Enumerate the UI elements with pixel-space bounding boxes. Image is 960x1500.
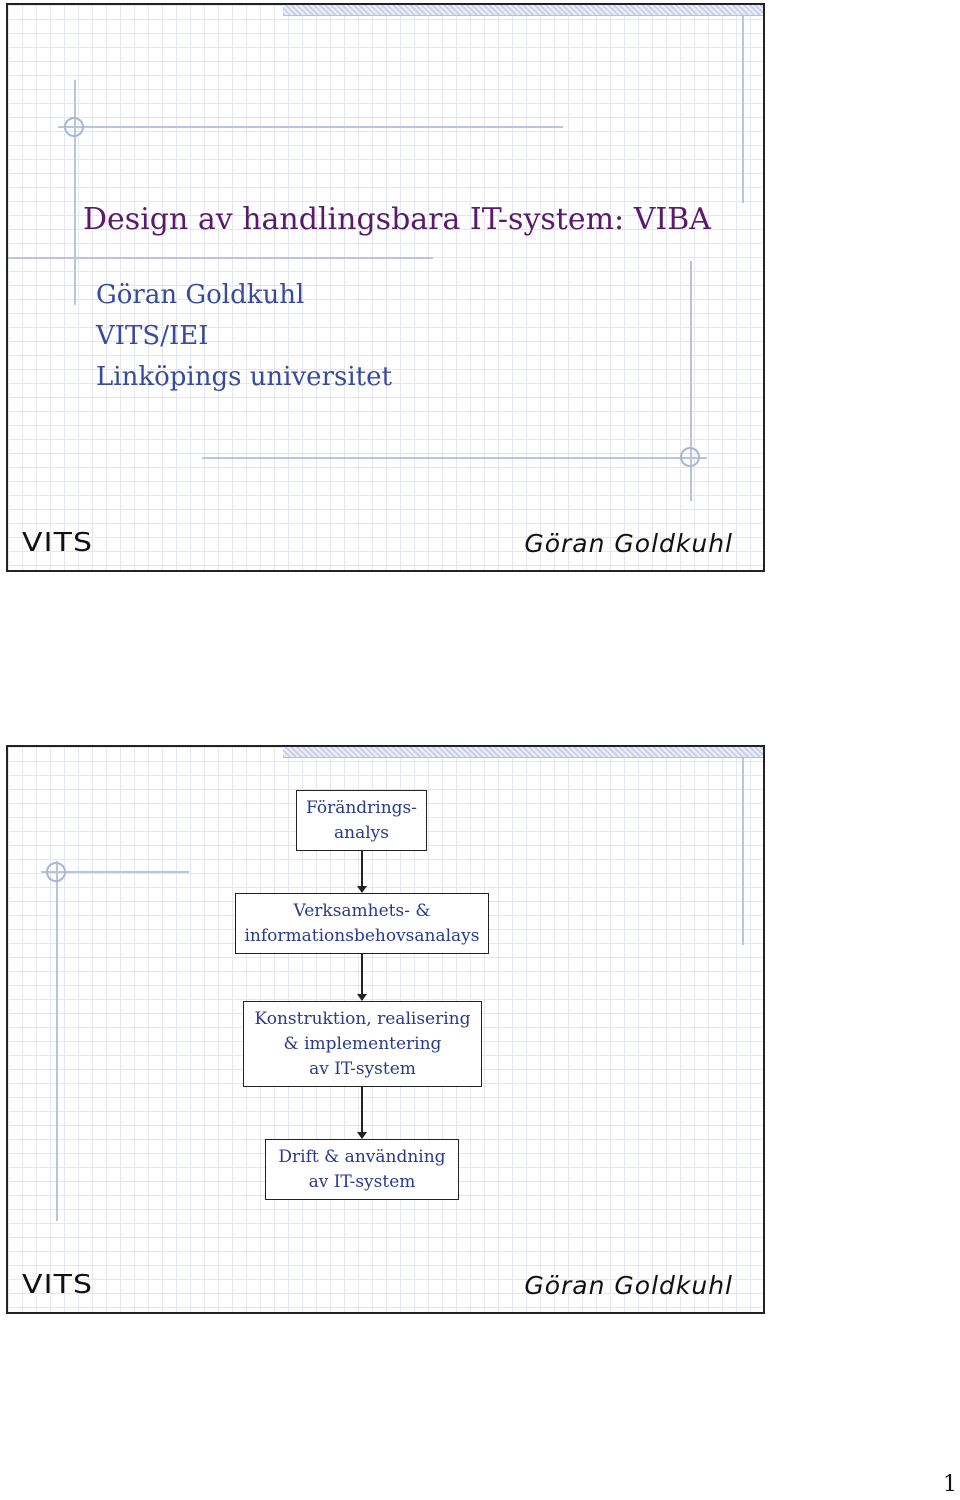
decorative-top-band [283,5,763,16]
box-line: Konstruktion, realisering [254,1008,471,1029]
box-line: & implementering [283,1033,442,1054]
crosshair-icon [46,862,66,882]
decorative-line [690,261,692,501]
box-line: Förändrings- [305,797,418,818]
decorative-line [41,871,189,873]
box-line: analys [334,822,389,843]
flow-box-construction: Konstruktion, realisering & implementeri… [243,1001,482,1087]
flow-arrow [357,1087,367,1139]
flow-arrow [357,954,367,1001]
box-line: av IT-system [308,1171,416,1192]
department: VITS/IEI [96,321,209,351]
title-slide: Design av handlingsbara IT-system: VIBA … [6,3,765,572]
decorative-line [58,126,563,128]
box-line: Drift & användning [278,1146,446,1167]
decorative-line [8,257,433,259]
decorative-line [202,457,707,459]
box-line: Verksamhets- & [293,900,431,921]
flow-box-business-analysis: Verksamhets- & informationsbehovsanalays [235,893,489,954]
crosshair-icon [64,117,84,137]
university: Linköpings universitet [96,362,392,392]
decorative-line [742,15,744,203]
flow-box-operation: Drift & användning av IT-system [265,1139,459,1200]
vits-logo: VITS [22,1270,94,1300]
flow-arrow [357,851,367,893]
crosshair-icon [680,447,700,467]
slide-title: Design av handlingsbara IT-system: VIBA [83,202,711,237]
author-signature: Göran Goldkuhl [524,529,733,558]
process-slide: Förändrings- analys Verksamhets- & infor… [6,745,765,1314]
decorative-line [742,757,744,945]
box-line: informationsbehovsanalays [244,925,480,946]
flow-box-change-analysis: Förändrings- analys [296,790,427,851]
page-number: 1 [943,1472,957,1497]
author-signature: Göran Goldkuhl [524,1271,733,1300]
box-line: av IT-system [309,1058,416,1079]
decorative-top-band [283,747,763,758]
vits-logo: VITS [22,528,94,558]
decorative-line [74,80,76,305]
decorative-line [56,861,58,1221]
author-name: Göran Goldkuhl [96,280,305,310]
